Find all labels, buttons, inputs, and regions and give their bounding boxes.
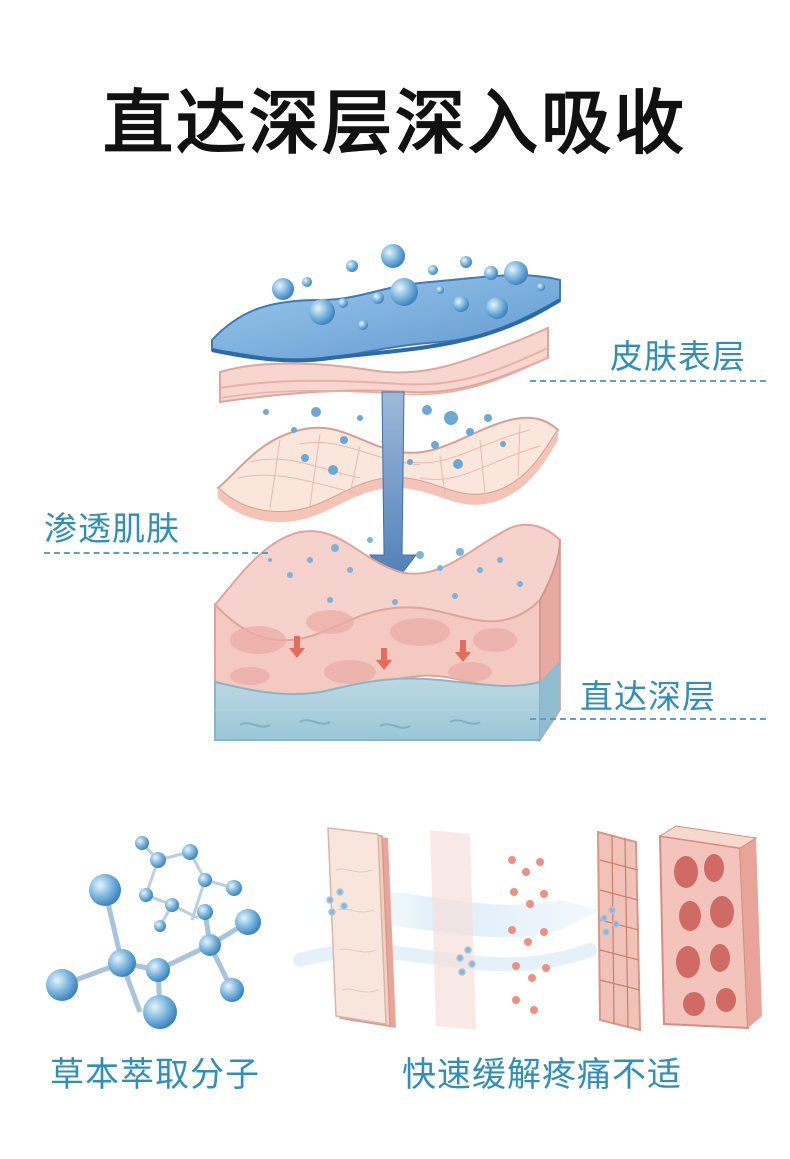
droplet-icon [263, 405, 506, 475]
caption-relief: 快速缓解疼痛不适 [402, 1055, 682, 1095]
dash-deep [530, 718, 766, 720]
deep-tissue-block-icon [213, 523, 562, 743]
label-epidermis: 皮肤表层 [610, 337, 746, 376]
muscle-tissue-icon [658, 825, 762, 1030]
down-arrow-icon [368, 391, 418, 586]
molecule-icon [326, 888, 620, 976]
droplet-icon [272, 244, 545, 330]
droplet-icon [508, 856, 550, 1014]
dash-penetrate [44, 552, 268, 554]
caption-molecule: 草本萃取分子 [50, 1055, 260, 1095]
dermis-grid-icon [596, 830, 642, 1032]
dash-epidermis [530, 380, 766, 382]
molecule-icon [46, 836, 261, 1029]
page-title: 直达深层深入吸收 [103, 81, 687, 164]
label-penetrate: 渗透肌肤 [44, 509, 180, 548]
relief-sequence [290, 825, 762, 1032]
label-deep: 直达深层 [580, 677, 716, 716]
skin-layer-icon [327, 827, 396, 1028]
